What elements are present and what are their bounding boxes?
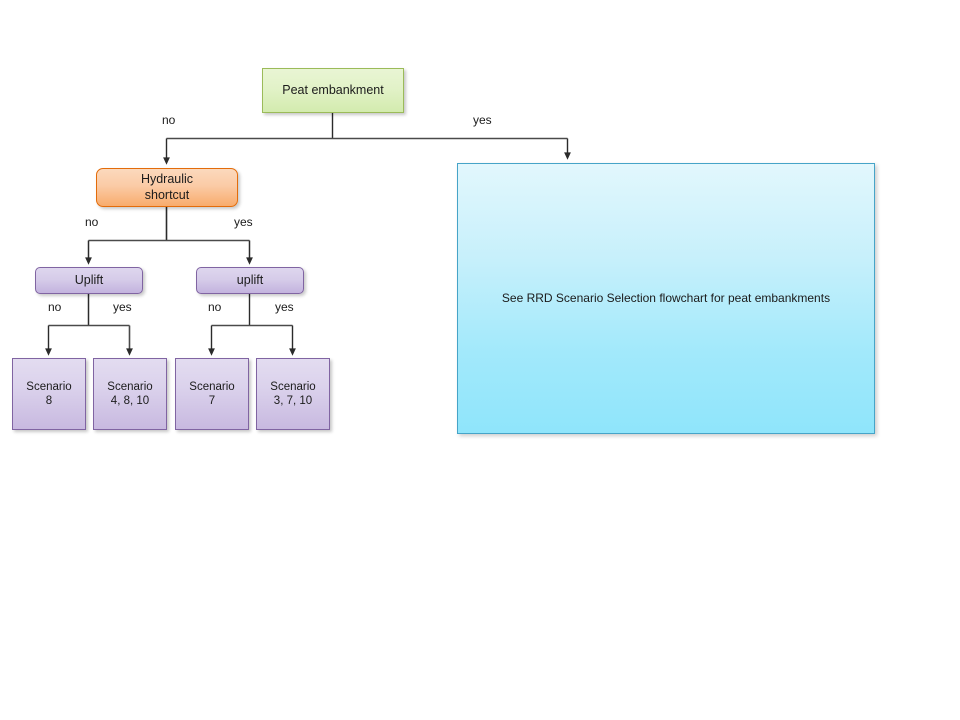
- edge-label-uplift-right-yes: yes: [275, 300, 294, 314]
- node-hydraulic-shortcut[interactable]: Hydraulic shortcut: [96, 168, 238, 207]
- node-scenario-4[interactable]: Scenario 3, 7, 10: [256, 358, 330, 430]
- node-rrd-reference[interactable]: See RRD Scenario Selection flowchart for…: [457, 163, 875, 434]
- node-scenario-2-label: Scenario 4, 8, 10: [107, 380, 153, 407]
- node-scenario-3[interactable]: Scenario 7: [175, 358, 249, 430]
- edge-label-root-no: no: [162, 113, 175, 127]
- node-scenario-1-label: Scenario 8: [26, 380, 72, 407]
- node-uplift-left-label: Uplift: [74, 272, 104, 287]
- node-peat-embankment[interactable]: Peat embankment: [262, 68, 404, 113]
- edge-label-uplift-left-yes-text: yes: [113, 300, 132, 314]
- edge-label-uplift-left-yes: yes: [113, 300, 132, 314]
- node-scenario-2[interactable]: Scenario 4, 8, 10: [93, 358, 167, 430]
- node-scenario-1[interactable]: Scenario 8: [12, 358, 86, 430]
- edge-label-uplift-right-no-text: no: [208, 300, 222, 314]
- node-scenario-4-label: Scenario 3, 7, 10: [270, 380, 316, 407]
- edge-label-hydraulic-no: no: [85, 215, 98, 229]
- edge-label-uplift-right-no: no: [208, 300, 221, 314]
- edge-label-root-yes: yes: [473, 113, 492, 127]
- node-rrd-reference-label: See RRD Scenario Selection flowchart for…: [501, 291, 831, 306]
- edge-label-uplift-left-no-text: no: [48, 300, 62, 314]
- node-scenario-3-label: Scenario 7: [189, 380, 235, 407]
- node-uplift-left[interactable]: Uplift: [35, 267, 143, 294]
- edge-label-hydraulic-yes-text: yes: [234, 215, 253, 229]
- edge-label-root-yes-text: yes: [473, 113, 492, 127]
- node-uplift-right-label: uplift: [236, 272, 264, 287]
- edge-label-uplift-right-yes-text: yes: [275, 300, 294, 314]
- node-peat-embankment-label: Peat embankment: [282, 82, 384, 97]
- edge-label-hydraulic-no-text: no: [85, 215, 99, 229]
- edge-label-uplift-left-no: no: [48, 300, 61, 314]
- node-hydraulic-shortcut-label: Hydraulic shortcut: [140, 172, 194, 202]
- node-uplift-right[interactable]: uplift: [196, 267, 304, 294]
- edge-label-hydraulic-yes: yes: [234, 215, 253, 229]
- edge-label-root-no-text: no: [162, 113, 176, 127]
